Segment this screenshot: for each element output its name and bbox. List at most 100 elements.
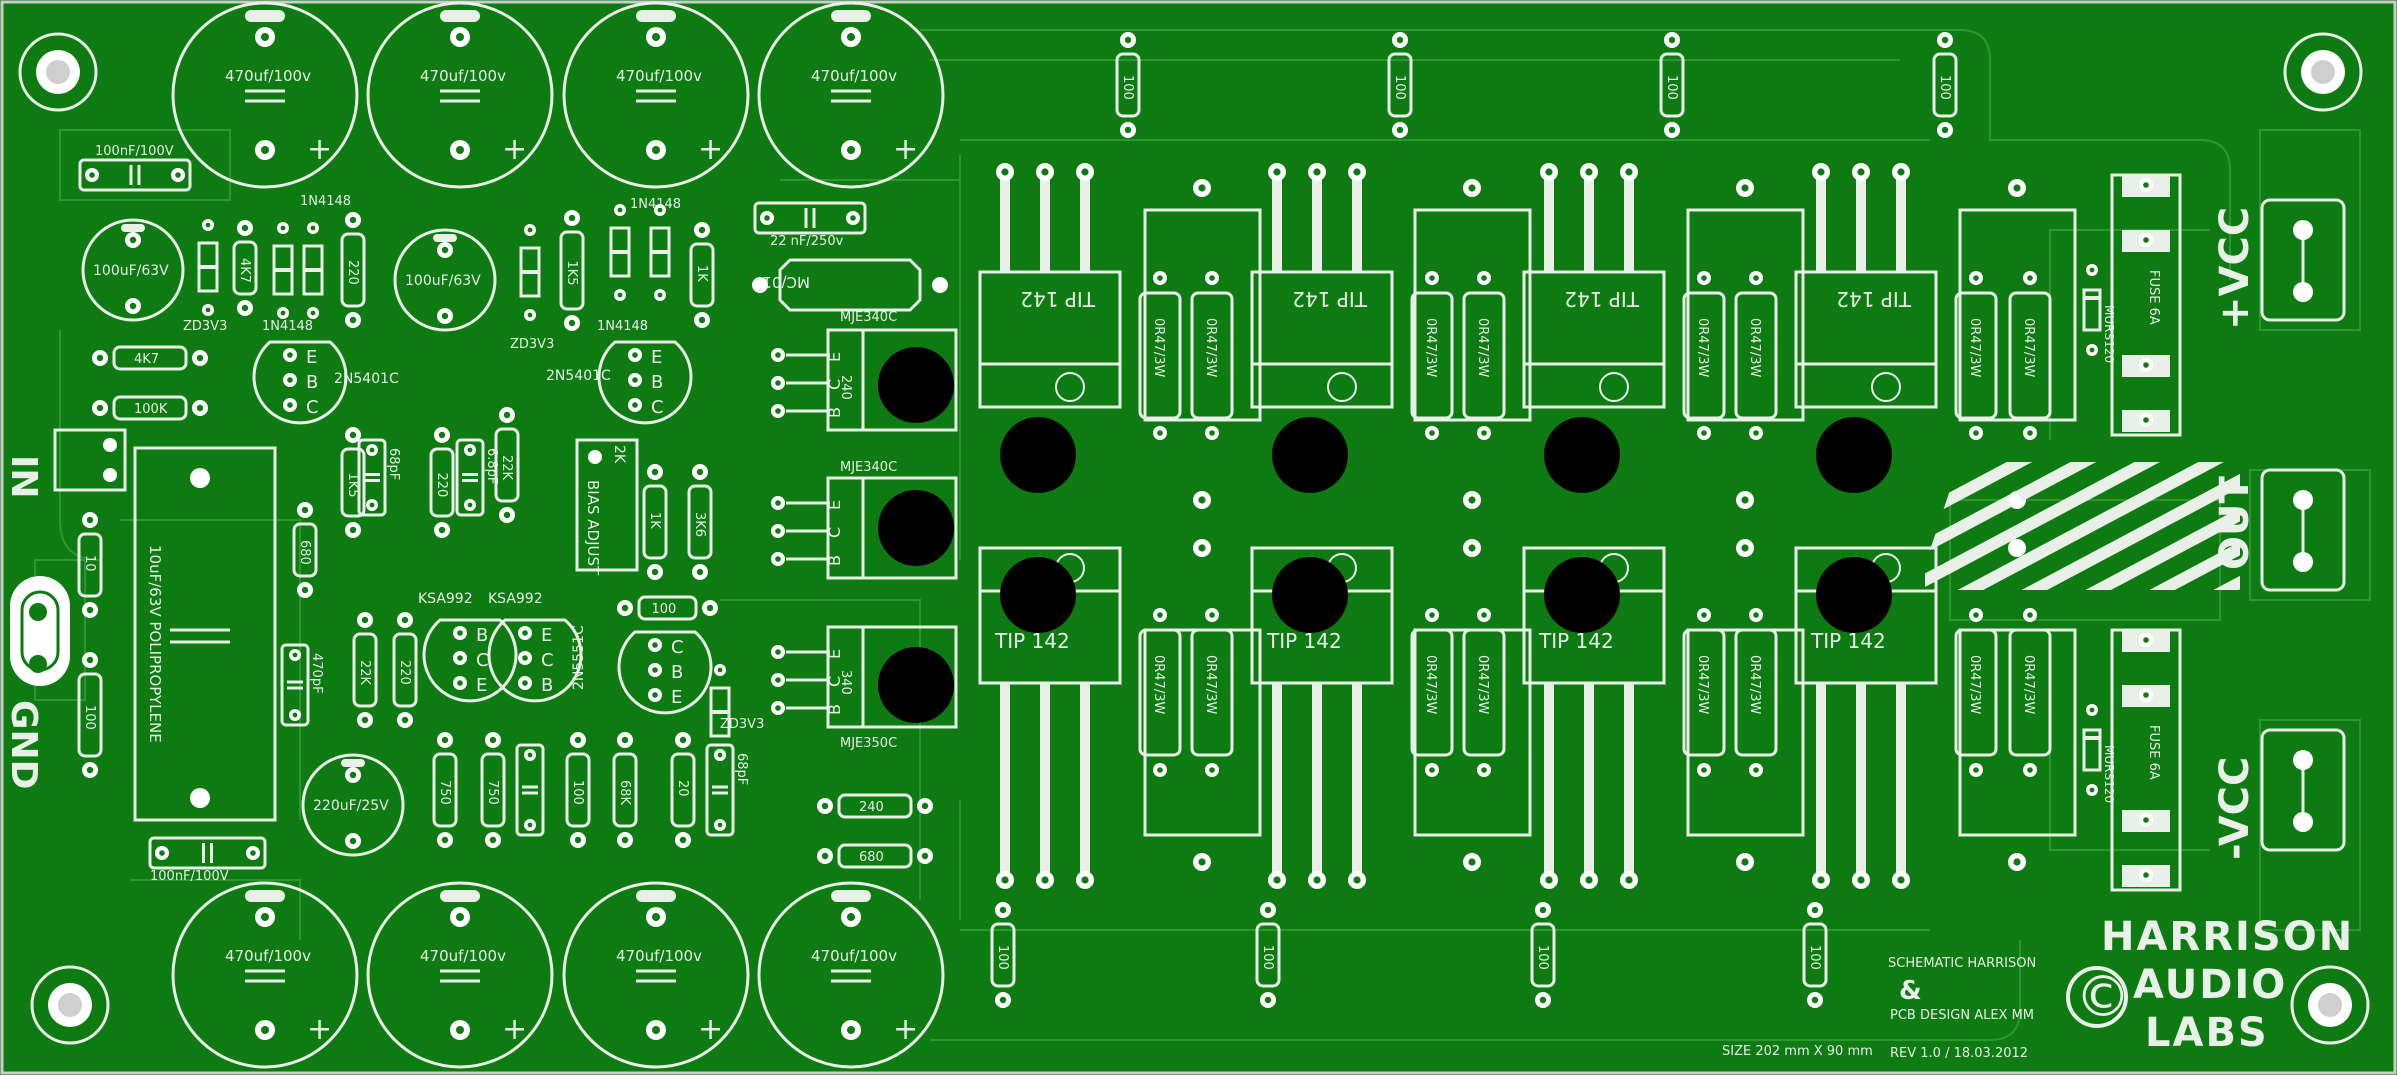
pad-hole [652, 1026, 660, 1034]
pad-hole [775, 649, 781, 655]
pad-hole [1264, 996, 1272, 1004]
pad-hole [850, 215, 856, 221]
diode-2 [302, 222, 324, 319]
power-transistor-label: TIP 142 [1836, 287, 1912, 311]
resistor-body [612, 752, 638, 828]
emitter-resistor-top-3: 0R47/3W [1462, 271, 1506, 440]
resistor-v-2: 1K5 [559, 210, 585, 331]
pad-hole [632, 352, 638, 358]
resistor-body [1115, 52, 1141, 118]
heatsink-hole [1816, 417, 1892, 493]
emitter-resistor-label: 0R47/3W [1747, 318, 1762, 377]
cap-marker [245, 890, 285, 902]
vcc-minus-label: -VCC [2212, 757, 2258, 860]
tab-hole [1327, 372, 1357, 402]
lead [1352, 683, 1362, 880]
power-transistor-label: TIP 142 [1266, 629, 1342, 653]
transistor-outline [597, 340, 693, 425]
pin-label: C [306, 397, 319, 418]
emitter-resistor-top-1: 0R47/3W [1190, 271, 1234, 440]
pad-hole [261, 146, 269, 154]
lead [1312, 683, 1322, 880]
resistor-h-0: 4K7 [92, 345, 208, 371]
resistor-h-3: 240 [817, 793, 933, 819]
pad-hole [1481, 612, 1487, 618]
filter-cap-top-2: 470uf/100v+ [562, 1, 750, 189]
cap-plus: + [502, 1012, 527, 1047]
vcc-plus-label: +VCC [2212, 207, 2258, 330]
resistor-v-11: 220 [392, 612, 418, 728]
pad-hole [2143, 182, 2149, 188]
resistor-body [1802, 922, 1828, 988]
pad-hole [651, 468, 659, 476]
cap-marker [831, 10, 871, 22]
resistor-label: 10 [82, 555, 97, 572]
lead [1080, 683, 1090, 880]
power-transistor-bottom-1: TIP 142 [1250, 546, 1394, 889]
resistor-body [494, 427, 520, 503]
pad-hole [1941, 126, 1949, 134]
pad-hole [438, 526, 446, 534]
resistor-body [1954, 291, 1998, 420]
pad-hole [1209, 612, 1215, 618]
lead [1272, 175, 1282, 272]
pad-hole [292, 652, 298, 658]
resistor-body [77, 672, 103, 758]
filter-cap-top-1: 470uf/100v+ [366, 1, 554, 189]
resistor-body [392, 632, 418, 708]
power-transistor-bottom-3: TIP 142 [1794, 546, 1938, 889]
bias-adjust-trimmer[interactable]: BIAS ADJUST 2K [575, 438, 639, 576]
pad-hole [2089, 707, 2095, 713]
driver-outline [826, 625, 958, 729]
brand-logo: © HARRISON AUDIO LABS [2066, 914, 2352, 1056]
cap-label: 68pF [734, 753, 749, 785]
cap-outline [455, 438, 485, 517]
cap-label: 220uF/25V [313, 798, 389, 814]
power-transistor-label: TIP 142 [1538, 629, 1614, 653]
pad-hole [632, 377, 638, 383]
transistor-label: 2N5401C [546, 368, 611, 384]
resistor-label: 680 [297, 540, 312, 565]
pad-hole [86, 606, 94, 614]
pad-hole [196, 354, 204, 362]
lead [1272, 683, 1282, 880]
filter-cap-bottom-3: 470uf/100v+ [757, 881, 945, 1069]
resistor-label: 100 [82, 705, 97, 730]
pad-hole [489, 836, 497, 844]
pin-label: E [825, 649, 844, 659]
brand-copyright: © [2075, 965, 2131, 1030]
small-cap-2: 470pF [280, 643, 324, 727]
pad-hole [1973, 612, 1979, 618]
pad-hole [657, 207, 663, 213]
cap-marker [831, 890, 871, 902]
resistor-v-13: 750 [480, 732, 506, 848]
pad-hole [261, 913, 269, 921]
pad-hole [96, 354, 104, 362]
resistor-body [1682, 291, 1726, 420]
pad-hole [775, 705, 781, 711]
diode-body [2082, 728, 2102, 772]
resistor-label: 68K [617, 780, 632, 806]
diode-1 [272, 222, 294, 319]
credits-block: SCHEMATIC HARRISON & PCB DESIGN ALEX MM … [1722, 956, 2036, 1061]
pad-hole [698, 316, 706, 324]
emitter-resistor-bottom-5: 0R47/3W [1734, 608, 1778, 777]
power-transistor-label: TIP 142 [1020, 287, 1096, 311]
pad-hole [1668, 36, 1676, 44]
pad-hole [1973, 275, 1979, 281]
pin-label: C [825, 676, 844, 687]
pad-hole [1753, 767, 1759, 773]
resistor-v-8: 1K [642, 464, 668, 580]
emitter-resistor-label: 0R47/3W [1695, 655, 1710, 714]
pin-label: E [651, 347, 662, 368]
pin-label: C [476, 650, 489, 671]
pad-hole [261, 33, 269, 41]
pad-hole [1198, 496, 1206, 504]
mur-label: MURS120 [2102, 305, 2116, 363]
pad-hole [1539, 996, 1547, 1004]
pad-hole [175, 172, 181, 178]
emitter-block-top-3 [1958, 208, 2077, 422]
pad-hole [652, 642, 658, 648]
